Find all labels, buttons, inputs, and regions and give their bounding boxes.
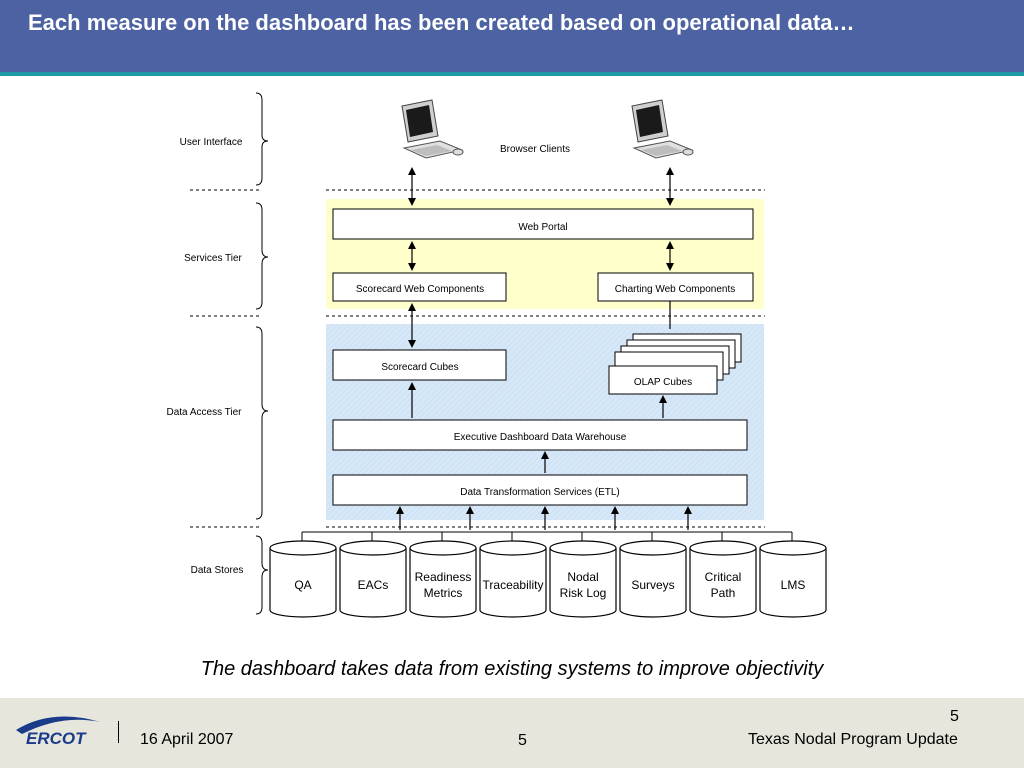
olap-cubes-stack (608, 333, 742, 395)
data-store-cylinder: Traceability (479, 540, 547, 618)
browser-clients-label: Browser Clients (500, 144, 570, 155)
svg-text:ERCOT: ERCOT (26, 729, 87, 748)
tier-separators (190, 189, 765, 528)
footer-page-number: 5 (518, 732, 527, 749)
slide-footer: ERCOT 16 April 2007 5 5 Texas Nodal Prog… (0, 698, 1024, 768)
data-store-label: Critical (705, 570, 742, 584)
footer-separator (118, 721, 119, 743)
slide-caption: The dashboard takes data from existing s… (200, 658, 824, 680)
charting-web-components-label: Charting Web Components (615, 284, 735, 295)
data-store-label: Traceability (483, 578, 544, 592)
scorecard-cubes-label: Scorecard Cubes (381, 362, 458, 373)
data-store-cylinder: QA (269, 540, 337, 618)
etl-box (332, 474, 748, 506)
tier-label-user-interface: User Interface (180, 137, 243, 148)
computer-icon (401, 99, 464, 159)
tier-braces (255, 92, 269, 615)
charting-web-components-box (597, 272, 754, 302)
slide-header: Each measure on the dashboard has been c… (0, 0, 1024, 76)
footer-slide-number: 5 (950, 708, 959, 725)
data-store-cylinder: EACs (339, 540, 407, 618)
executive-dw-box (332, 419, 748, 451)
data-store-label: Risk Log (560, 586, 607, 600)
data-store-label: Nodal (567, 570, 598, 584)
computer-icon (631, 99, 694, 159)
scorecard-cubes-box (332, 349, 507, 381)
scorecard-web-components-box (332, 272, 507, 302)
web-portal-box (332, 208, 754, 240)
ercot-logo: ERCOT (16, 716, 100, 748)
etl-label: Data Transformation Services (ETL) (460, 487, 620, 498)
executive-dw-label: Executive Dashboard Data Warehouse (454, 432, 627, 443)
footer-date: 16 April 2007 (140, 731, 234, 748)
data-store-label: Path (711, 586, 736, 600)
tier-label-services: Services Tier (184, 253, 242, 264)
data-store-label: Readiness (415, 570, 472, 584)
slide-title: Each measure on the dashboard has been c… (28, 10, 855, 35)
data-store-label: LMS (781, 578, 806, 592)
footer-program-name: Texas Nodal Program Update (748, 731, 958, 748)
connector-arrows (396, 167, 692, 530)
architecture-diagram: User Interface Services Tier Data Access… (166, 92, 827, 618)
olap-cubes-label: OLAP Cubes (634, 377, 692, 388)
web-portal-label: Web Portal (518, 222, 567, 233)
data-store-label: EACs (358, 578, 389, 592)
tier-label-data-access: Data Access Tier (166, 407, 242, 418)
data-store-connectors (301, 531, 793, 542)
data-store-cylinder: Surveys (619, 540, 687, 618)
data-store-label: Metrics (424, 586, 463, 600)
data-store-cylinder: LMS (759, 540, 827, 618)
data-store-label: Surveys (631, 578, 674, 592)
tier-label-data-stores: Data Stores (191, 565, 244, 576)
data-store-label: QA (294, 578, 311, 592)
scorecard-web-components-label: Scorecard Web Components (356, 284, 484, 295)
